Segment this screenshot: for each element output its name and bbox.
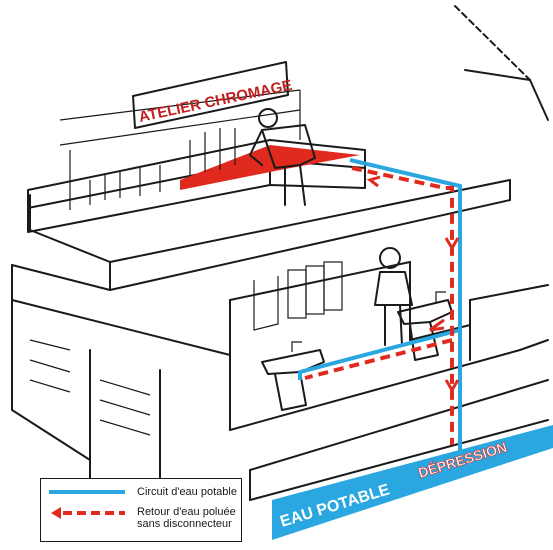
legend-potable: Circuit d'eau potable: [47, 486, 237, 501]
legend-potable-swatch: [49, 490, 125, 494]
building-upper: [11, 179, 511, 431]
legend-potable-label: Circuit d'eau potable: [137, 486, 237, 498]
legend-retour-swatch: [51, 507, 125, 519]
atelier-sign: ATELIER CHROMAGE: [132, 61, 294, 129]
worker-figure: [249, 108, 316, 206]
legend: Circuit d'eau potable Retour d'eau polué…: [40, 478, 242, 542]
polluted-return-pipe: [304, 166, 460, 445]
roof: [454, 5, 549, 121]
legend-retour-line1: Retour d'eau poluée: [137, 506, 236, 518]
legend-retour-line2: sans disconnecteur: [137, 518, 232, 530]
lockers: [253, 261, 343, 331]
potable-water-pipe: [298, 158, 462, 455]
girl-figure: [374, 247, 413, 346]
building-lower: [11, 284, 549, 501]
sign-text: ATELIER CHROMAGE: [137, 77, 294, 126]
legend-retour: Retour d'eau poluée sans disconnecteur: [47, 506, 236, 530]
sink-left: [261, 341, 325, 411]
sink-right: [397, 291, 453, 361]
